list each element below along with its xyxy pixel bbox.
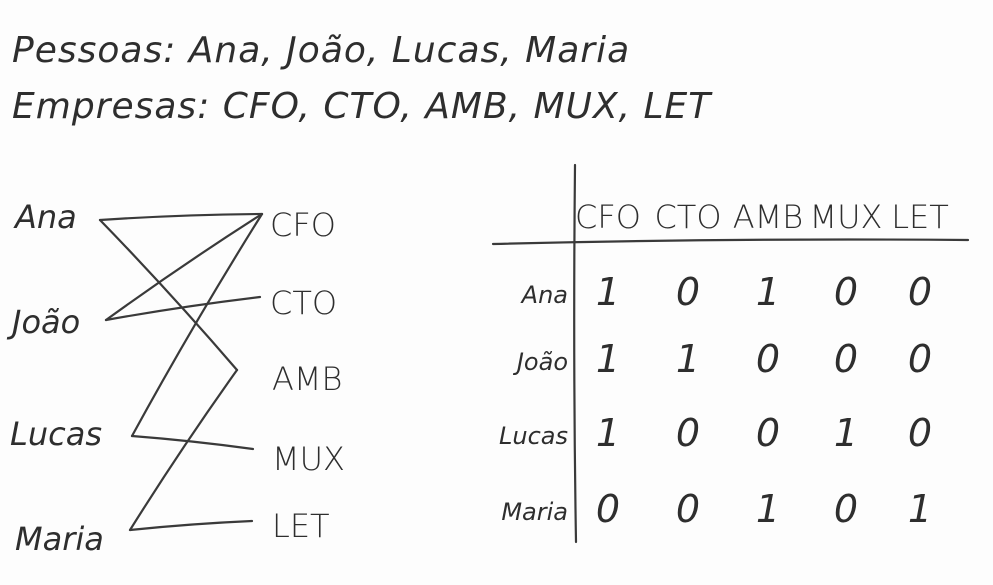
matrix-cell-ana-mux: 0 — [834, 270, 858, 314]
matrix-row-label-ana: Ana — [520, 281, 568, 309]
matrix-vertical-rule — [573, 163, 578, 544]
matrix-row-label-lucas: Lucas — [499, 422, 568, 450]
matrix-cell-joao-cfo: 1 — [596, 337, 620, 381]
company-node-cto: CTO — [270, 284, 337, 322]
matrix-cell-lucas-mux: 1 — [834, 411, 858, 455]
edge-ana-amb — [98, 218, 239, 372]
company-node-cfo: CFO — [270, 206, 336, 244]
person-node-ana: Ana — [13, 198, 77, 236]
graph-edges — [98, 212, 264, 532]
matrix-cell-maria-cto: 0 — [676, 487, 700, 531]
matrix-row: João 1 1 0 0 0 — [513, 337, 932, 381]
matrix-cell-joao-mux: 0 — [834, 337, 858, 381]
edge-lucas-mux — [130, 434, 255, 451]
matrix-cell-joao-cto: 1 — [676, 337, 700, 381]
matrix-row-label-joao: João — [513, 348, 568, 376]
matrix-cell-lucas-cto: 0 — [676, 411, 700, 455]
matrix-cell-ana-amb: 1 — [756, 270, 780, 314]
people-line: Pessoas: Ana, João, Lucas, Maria — [12, 30, 630, 71]
matrix-col-header-cto: CTO — [654, 198, 721, 236]
matrix-col-header-cfo: CFO — [575, 198, 641, 236]
person-node-lucas: Lucas — [10, 415, 102, 453]
matrix-cell-lucas-let: 0 — [908, 411, 932, 455]
matrix-horizontal-rule — [491, 238, 970, 246]
matrix-cell-lucas-cfo: 1 — [596, 411, 620, 455]
company-node-let: LET — [272, 507, 330, 545]
edge-joao-cfo — [104, 212, 264, 322]
matrix-cell-ana-cfo: 1 — [596, 270, 620, 314]
matrix-cell-ana-let: 0 — [908, 270, 932, 314]
company-node-amb: AMB — [272, 360, 342, 398]
matrix-row-label-maria: Maria — [501, 498, 568, 526]
matrix-cell-lucas-amb: 0 — [756, 411, 780, 455]
person-node-maria: Maria — [15, 520, 104, 558]
matrix-cell-maria-cfo: 0 — [596, 487, 620, 531]
company-node-mux: MUX — [272, 440, 345, 478]
edge-maria-let — [128, 519, 254, 532]
matrix-cell-maria-mux: 0 — [834, 487, 858, 531]
matrix-cell-maria-let: 1 — [908, 487, 932, 531]
matrix-col-header-mux: MUX — [810, 198, 883, 236]
matrix-col-header-amb: AMB — [733, 198, 803, 236]
edge-lucas-cfo — [130, 212, 264, 438]
edge-joao-cto — [104, 295, 262, 322]
matrix-cell-joao-let: 0 — [908, 337, 932, 381]
matrix-col-header-let: LET — [891, 198, 949, 236]
matrix-cell-maria-amb: 1 — [756, 487, 780, 531]
company-nodes: CFO CTO AMB MUX LET — [270, 206, 345, 545]
companies-line: Empresas: CFO, CTO, AMB, MUX, LET — [12, 86, 713, 127]
matrix-cell-ana-cto: 0 — [676, 270, 700, 314]
edge-maria-amb — [128, 368, 239, 532]
matrix-row: Ana 1 0 1 0 0 — [520, 270, 932, 314]
matrix-row: Lucas 1 0 0 1 0 — [499, 411, 932, 455]
person-node-joao: João — [6, 303, 80, 341]
matrix-cell-joao-amb: 0 — [756, 337, 780, 381]
edge-ana-cfo — [98, 212, 264, 222]
matrix-row: Maria 0 0 1 0 1 — [501, 487, 932, 531]
